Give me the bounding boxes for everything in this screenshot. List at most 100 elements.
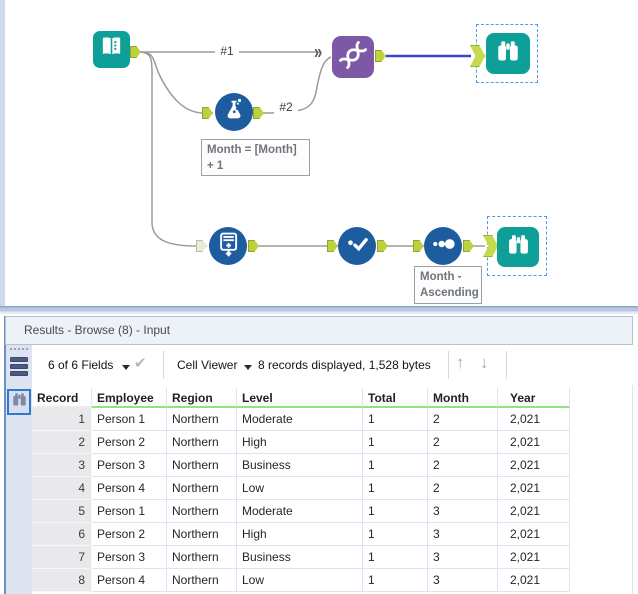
binoculars-icon [493, 36, 523, 71]
table-cell: 2,021 [498, 431, 570, 454]
column-header-level[interactable]: Level [237, 388, 363, 408]
table-cell: 3 [428, 500, 498, 523]
row-number-cell: 3 [32, 454, 92, 477]
table-cell: Northern [167, 523, 237, 546]
browse-mode-button[interactable] [7, 389, 31, 415]
sort-circles-icon [428, 229, 458, 264]
toolbar-separator [163, 351, 164, 379]
column-header-total[interactable]: Total [363, 388, 428, 408]
results-left-border [4, 316, 6, 594]
results-toolbar: 6 of 6 Fields ✔ Cell Viewer 8 records di… [6, 345, 633, 385]
table-cell: Northern [167, 546, 237, 569]
strip-grip-dots[interactable] [10, 348, 12, 350]
fields-dropdown[interactable]: 6 of 6 Fields [48, 358, 114, 372]
dna-icon [337, 39, 369, 76]
table-cell: 3 [428, 569, 498, 592]
table-cell: Business [237, 454, 363, 477]
formula-input-anchor[interactable] [202, 107, 213, 119]
unique-tool[interactable] [338, 227, 376, 265]
canvas-left-border [0, 0, 5, 306]
table-cell: Person 1 [92, 408, 167, 431]
fields-dropdown-caret-icon[interactable] [122, 365, 130, 370]
row-number-cell: 6 [32, 523, 92, 546]
table-cell: 1 [363, 454, 428, 477]
table-cell: Northern [167, 477, 237, 500]
row-number-cell: 4 [32, 477, 92, 500]
sort-annotation-line1: Month - [420, 271, 462, 283]
table-cell: Business [237, 546, 363, 569]
results-side-strip [6, 345, 32, 594]
input-output-anchor[interactable] [130, 46, 141, 58]
table-cell: Person 4 [92, 477, 167, 500]
table-cell: 1 [363, 431, 428, 454]
table-cell: 2 [428, 454, 498, 477]
sort-input-anchor[interactable] [413, 240, 424, 252]
sort-output-anchor[interactable] [463, 240, 474, 252]
formula-tool[interactable] [215, 93, 253, 131]
formula-output-anchor[interactable] [253, 107, 264, 119]
column-header-year[interactable]: Year [498, 388, 570, 408]
table-cell: 1 [363, 523, 428, 546]
table-cell: Moderate [237, 408, 363, 431]
connection-label-2: #2 [274, 100, 298, 114]
table-cell: 1 [363, 408, 428, 431]
generate-rows-input-anchor[interactable] [196, 240, 207, 252]
connection-input-to-generate-rows[interactable] [140, 51, 197, 247]
formula-annotation[interactable]: Month = [Month] + 1 [201, 139, 310, 176]
column-header-record[interactable]: Record [32, 388, 92, 408]
browse-tool-bottom[interactable] [497, 227, 539, 267]
table-cell: Northern [167, 454, 237, 477]
scroll-down-arrow-icon[interactable]: ↓ [480, 353, 489, 372]
browse-tool-top[interactable] [486, 33, 530, 74]
results-title: Results - Browse (8) - Input [24, 323, 171, 337]
apply-check-icon[interactable]: ✔ [134, 355, 147, 372]
multi-connection-chevrons-icon: » [314, 41, 323, 64]
table-cell: Low [237, 569, 363, 592]
browse-bottom-selection-box [487, 216, 547, 276]
flask-icon [219, 95, 249, 130]
binoculars-icon [10, 390, 29, 414]
sort-tool[interactable] [424, 227, 462, 265]
row-number-cell: 5 [32, 500, 92, 523]
cell-viewer-dropdown[interactable]: Cell Viewer [177, 358, 238, 372]
row-number-cell: 1 [32, 408, 92, 431]
book-icon [98, 34, 125, 66]
column-header-month[interactable]: Month [428, 388, 498, 408]
row-number-cell: 7 [32, 546, 92, 569]
table-cell: Person 4 [92, 569, 167, 592]
column-header-region[interactable]: Region [167, 388, 237, 408]
join-multiple-tool[interactable] [332, 36, 374, 78]
table-cell: 2,021 [498, 500, 570, 523]
generate-rows-output-anchor[interactable] [248, 240, 259, 252]
row-number-cell: 2 [32, 431, 92, 454]
table-cell: Person 1 [92, 500, 167, 523]
table-cell: 2 [428, 477, 498, 500]
table-cell: High [237, 431, 363, 454]
cell-viewer-caret-icon[interactable] [244, 365, 252, 370]
table-cell: 1 [363, 477, 428, 500]
sort-annotation[interactable]: Month - Ascending [414, 266, 482, 304]
table-view-icon[interactable] [10, 357, 28, 379]
join-output-anchor[interactable] [375, 50, 386, 62]
generate-rows-tool[interactable] [209, 227, 247, 265]
sort-annotation-line2: Ascending [420, 287, 479, 299]
column-header-employee[interactable]: Employee [92, 388, 167, 408]
unique-output-anchor[interactable] [377, 240, 388, 252]
panel-splitter[interactable] [0, 306, 638, 314]
workflow-canvas[interactable]: #1 #2 » [0, 0, 638, 306]
table-cell: 2,021 [498, 523, 570, 546]
table-cell: 2 [428, 408, 498, 431]
table-cell: Person 3 [92, 546, 167, 569]
table-cell: 1 [363, 500, 428, 523]
input-data-tool[interactable] [93, 31, 130, 68]
connection-input-to-formula[interactable] [140, 51, 203, 114]
connection-label-1: #1 [215, 44, 239, 58]
unique-input-anchor[interactable] [327, 240, 338, 252]
scroll-up-arrow-icon[interactable]: ↑ [456, 353, 465, 372]
